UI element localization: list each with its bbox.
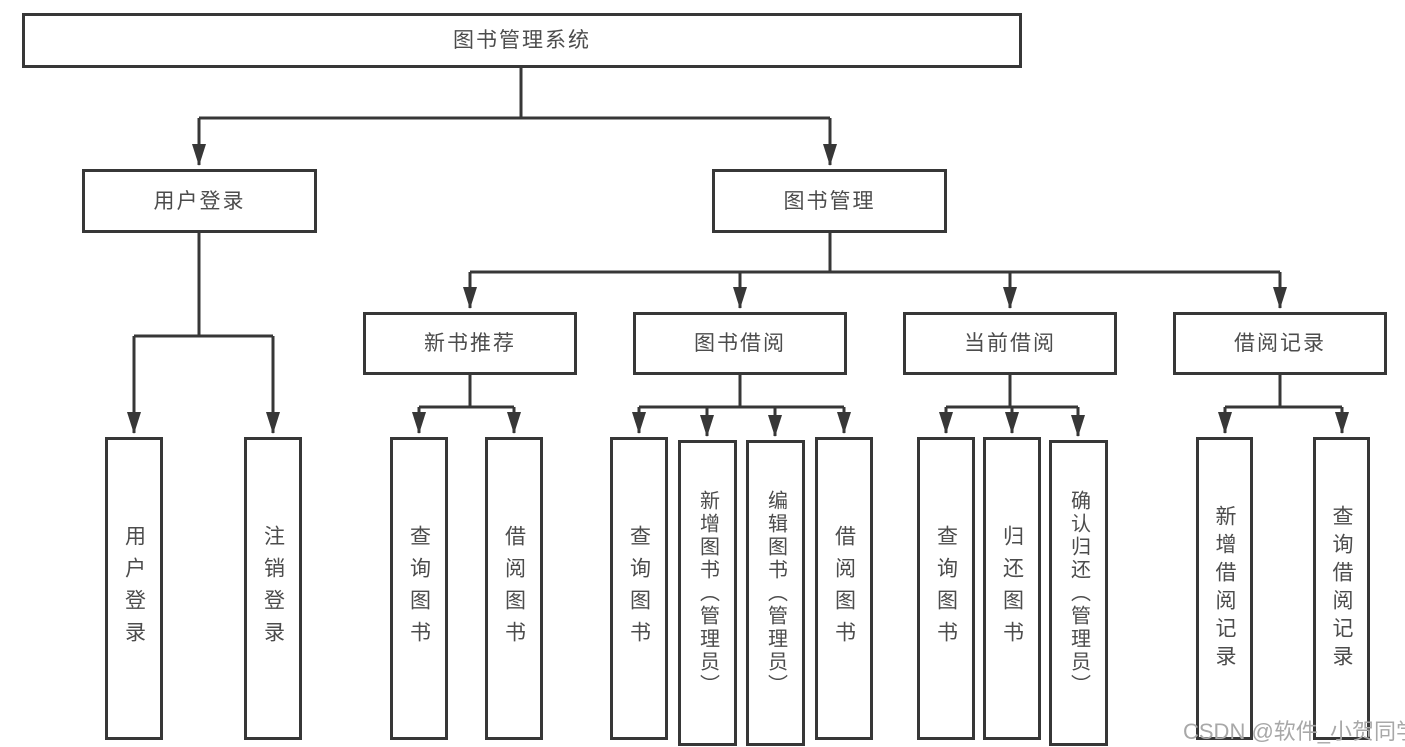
leaf-records-query-record: 查询借阅记录 [1313,437,1370,740]
leaf-borrow-query-books: 查询图书 [610,437,668,740]
leaf-current-query-books: 查询图书 [917,437,975,740]
leaf-logout-login: 注销登录 [244,437,302,740]
node-user-login: 用户登录 [82,169,317,233]
node-current-borrow-label: 当前借阅 [964,332,1056,355]
leaf-borrow-edit-books-admin-label: 编辑图书（管理员） [764,489,787,697]
node-current-borrow: 当前借阅 [903,312,1117,375]
node-book-borrow: 图书借阅 [633,312,847,375]
leaf-borrow-borrow-books-label: 借阅图书 [832,524,856,653]
node-root: 图书管理系统 [22,13,1022,68]
leaf-records-query-record-label: 查询借阅记录 [1330,504,1353,673]
node-root-label: 图书管理系统 [453,29,591,52]
leaf-borrow-edit-books-admin: 编辑图书（管理员） [746,440,805,746]
leaf-borrow-query-books-label: 查询图书 [627,524,651,653]
node-book-management: 图书管理 [712,169,947,233]
leaf-current-return-books-label: 归还图书 [1000,524,1024,653]
leaf-newbook-borrow-books-label: 借阅图书 [502,524,526,653]
leaf-user-login-label: 用户登录 [122,524,146,653]
leaf-current-query-books-label: 查询图书 [934,524,958,653]
node-borrow-records-label: 借阅记录 [1234,332,1326,355]
leaf-borrow-borrow-books: 借阅图书 [815,437,873,740]
node-new-book-recommend-label: 新书推荐 [424,332,516,355]
leaf-records-add-record: 新增借阅记录 [1196,437,1253,740]
node-new-book-recommend: 新书推荐 [363,312,577,375]
leaf-logout-login-label: 注销登录 [261,524,285,653]
leaf-newbook-borrow-books: 借阅图书 [485,437,543,740]
leaf-borrow-add-books-admin: 新增图书（管理员） [678,440,737,746]
watermark: CSDN @软件_小贺同学 [1183,719,1405,744]
node-borrow-records: 借阅记录 [1173,312,1387,375]
leaf-current-confirm-return-admin: 确认归还（管理员） [1049,440,1108,746]
node-book-borrow-label: 图书借阅 [694,332,786,355]
leaf-newbook-query-books-label: 查询图书 [407,524,431,653]
node-user-login-label: 用户登录 [153,189,246,213]
leaf-borrow-add-books-admin-label: 新增图书（管理员） [696,489,719,697]
leaf-user-login: 用户登录 [105,437,163,740]
leaf-records-add-record-label: 新增借阅记录 [1213,504,1236,673]
leaf-newbook-query-books: 查询图书 [390,437,448,740]
leaf-current-confirm-return-admin-label: 确认归还（管理员） [1067,489,1090,697]
leaf-current-return-books: 归还图书 [983,437,1041,740]
node-book-management-label: 图书管理 [783,189,876,213]
